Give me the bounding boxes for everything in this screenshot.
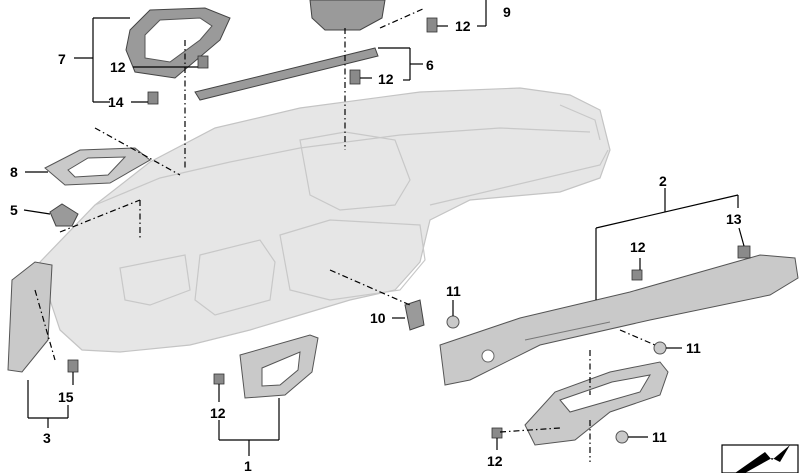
label-12-d: 12 — [210, 405, 226, 421]
label-6: 6 — [426, 57, 434, 73]
label-7: 7 — [58, 51, 66, 67]
clip-12-part2 — [631, 269, 643, 281]
clip-12-part9 — [426, 17, 438, 33]
bezel-part-7 — [125, 7, 231, 105]
nut-11-center — [446, 315, 460, 329]
label-12-b: 12 — [455, 18, 471, 34]
handle-part-1 — [213, 334, 319, 399]
vent-strip-part-6 — [194, 47, 379, 101]
label-9: 9 — [503, 4, 511, 20]
dashboard-body — [39, 87, 611, 353]
clip-12-part6 — [349, 69, 361, 85]
glovebox-handle — [491, 361, 669, 446]
label-11-right: 11 — [686, 340, 701, 356]
label-12-c: 12 — [378, 71, 394, 87]
label-2: 2 — [659, 173, 667, 189]
label-1: 1 — [244, 458, 252, 473]
label-12-a: 12 — [110, 59, 126, 75]
clip-14 — [147, 91, 159, 105]
label-14: 14 — [108, 94, 124, 110]
clip-12-part3 — [67, 359, 79, 373]
nut-11-bottom — [615, 430, 629, 444]
label-10: 10 — [370, 310, 386, 326]
assembly-lines — [34, 7, 656, 462]
label-11-bottom: 11 — [652, 429, 667, 445]
clip-12-bottom — [491, 427, 503, 439]
clip-13 — [737, 245, 751, 259]
side-panel-part-3 — [7, 261, 79, 373]
trim-part-9 — [309, 0, 438, 33]
label-8: 8 — [10, 164, 18, 180]
bracket-part-10 — [404, 299, 460, 331]
label-15: 15 — [58, 389, 74, 405]
frame-part-8 — [44, 147, 151, 186]
clip-12-upper — [197, 55, 209, 69]
clip-12-part1 — [213, 373, 225, 385]
label-3: 3 — [43, 430, 51, 446]
label-11-center: 11 — [446, 283, 461, 299]
navigation-arrow-icon[interactable] — [721, 444, 799, 473]
nut-11-right — [653, 341, 667, 355]
label-5: 5 — [10, 202, 18, 218]
label-12-e: 12 — [630, 239, 646, 255]
vent-part-5 — [49, 203, 79, 227]
trim-strip-part-2 — [439, 245, 799, 386]
label-13: 13 — [726, 211, 742, 227]
leader-lines — [23, 0, 745, 456]
label-12-f: 12 — [487, 453, 503, 469]
